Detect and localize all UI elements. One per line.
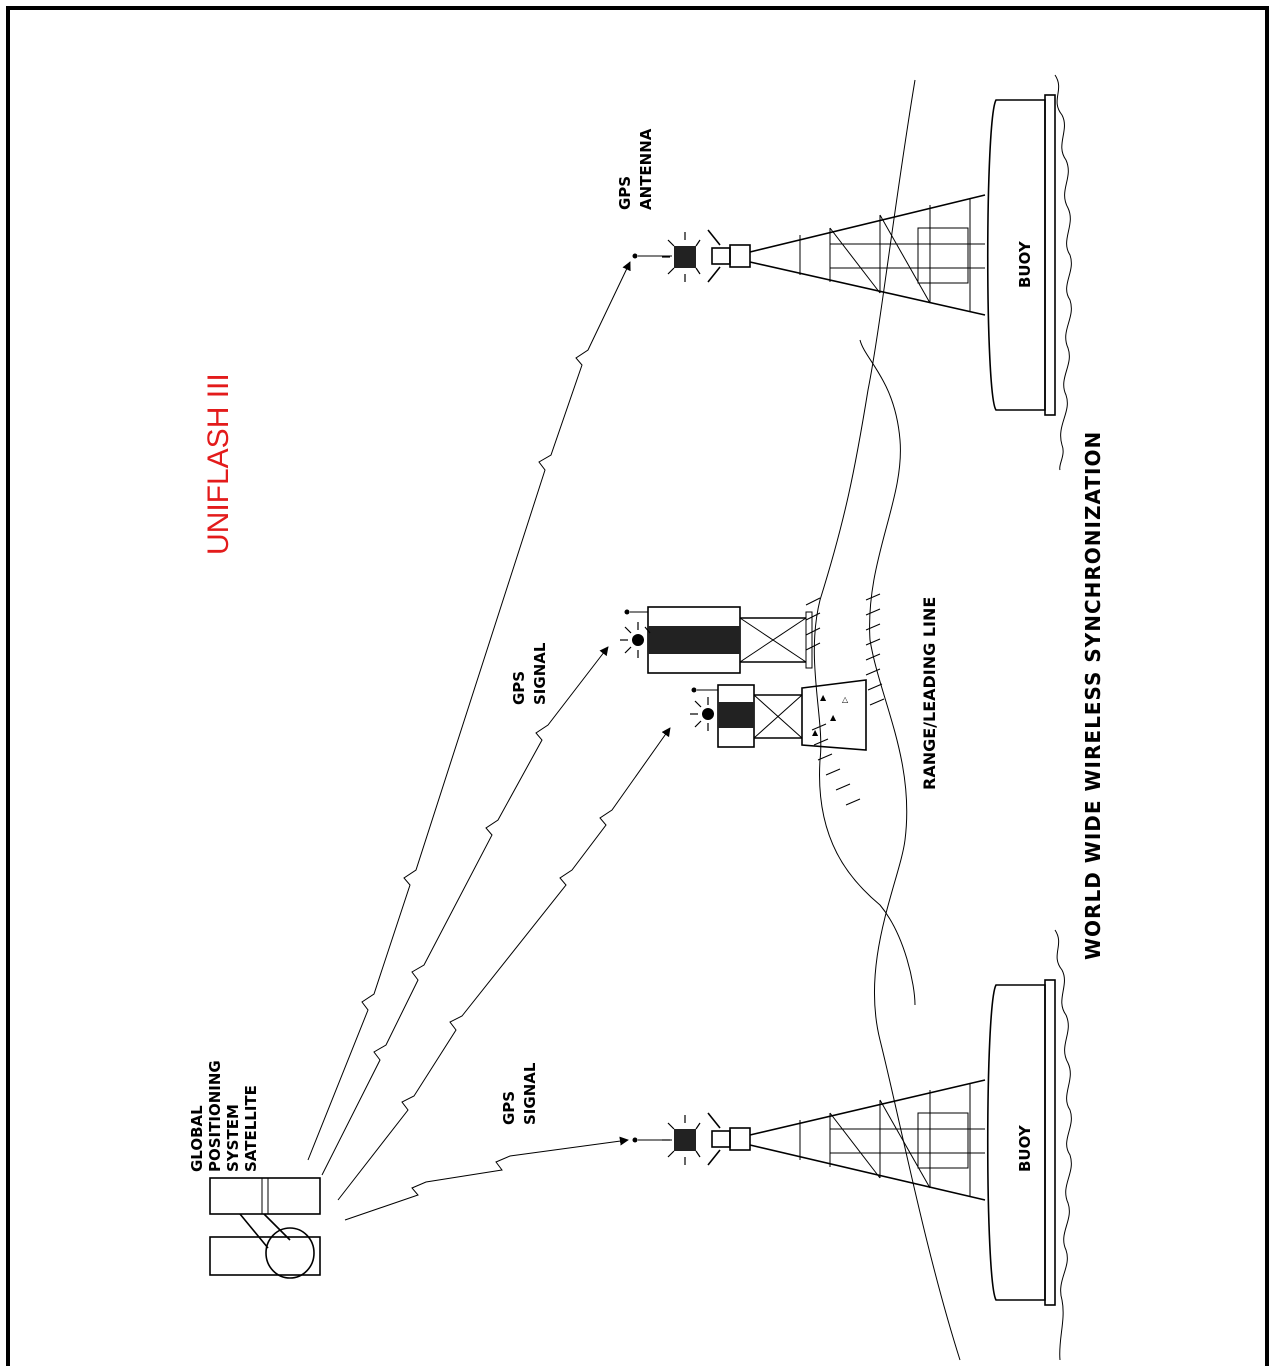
diagram-title: UNIFLASH III (202, 373, 235, 555)
satellite-label-line-1: GLOBAL (188, 1105, 206, 1172)
gps-signal-label-top-line-2: SIGNAL (531, 642, 549, 705)
gps-signal-label-top-line-1: GPS (510, 671, 528, 705)
svg-text:▲: ▲ (820, 693, 827, 702)
gps-signal-line-buoy-bottom (344, 1136, 629, 1221)
front-range-tower: ▲ ▲ △ ▲ (691, 679, 867, 751)
satellite-icon (209, 1177, 321, 1279)
satellite-label-line-4: SATELLITE (242, 1085, 260, 1172)
page-frame (6, 6, 1269, 1366)
buoy-top-label: BUOY (1016, 240, 1034, 288)
buoy-bottom-label: BUOY (1016, 1124, 1034, 1172)
gps-signal-label-bottom-line-2: SIGNAL (521, 1062, 539, 1125)
gps-signal-line-tower-front (337, 727, 671, 1201)
svg-text:▲: ▲ (830, 713, 837, 722)
svg-text:△: △ (842, 695, 849, 704)
rear-range-tower (624, 606, 813, 674)
buoy-bottom (632, 929, 1072, 1361)
range-line-label: RANGE/LEADING LINE (920, 597, 939, 790)
buoy-top-light-icon (662, 232, 701, 282)
shoreline-outline (805, 79, 961, 1361)
buoy-bottom-light-icon (662, 1115, 701, 1165)
satellite-label-line-3: SYSTEM (224, 1104, 242, 1172)
satellite-label-line-2: POSITIONING (206, 1060, 224, 1172)
gps-antenna-label-line-1: GPS (616, 176, 634, 210)
gps-signal-label-bottom-line-1: GPS (500, 1091, 518, 1125)
gps-antenna-label-line-2: ANTENNA (637, 128, 655, 210)
gps-signal-line-buoy-top (307, 261, 631, 1161)
svg-text:▲: ▲ (812, 728, 819, 737)
diagram-caption: WORLD WIDE WIRELESS SYNCHRONIZATION (1081, 431, 1105, 960)
rear-tower-light-icon (620, 622, 651, 658)
front-tower-light-icon (690, 697, 714, 731)
buoy-top (632, 74, 1072, 471)
gps-signal-line-tower-rear (321, 646, 609, 1176)
